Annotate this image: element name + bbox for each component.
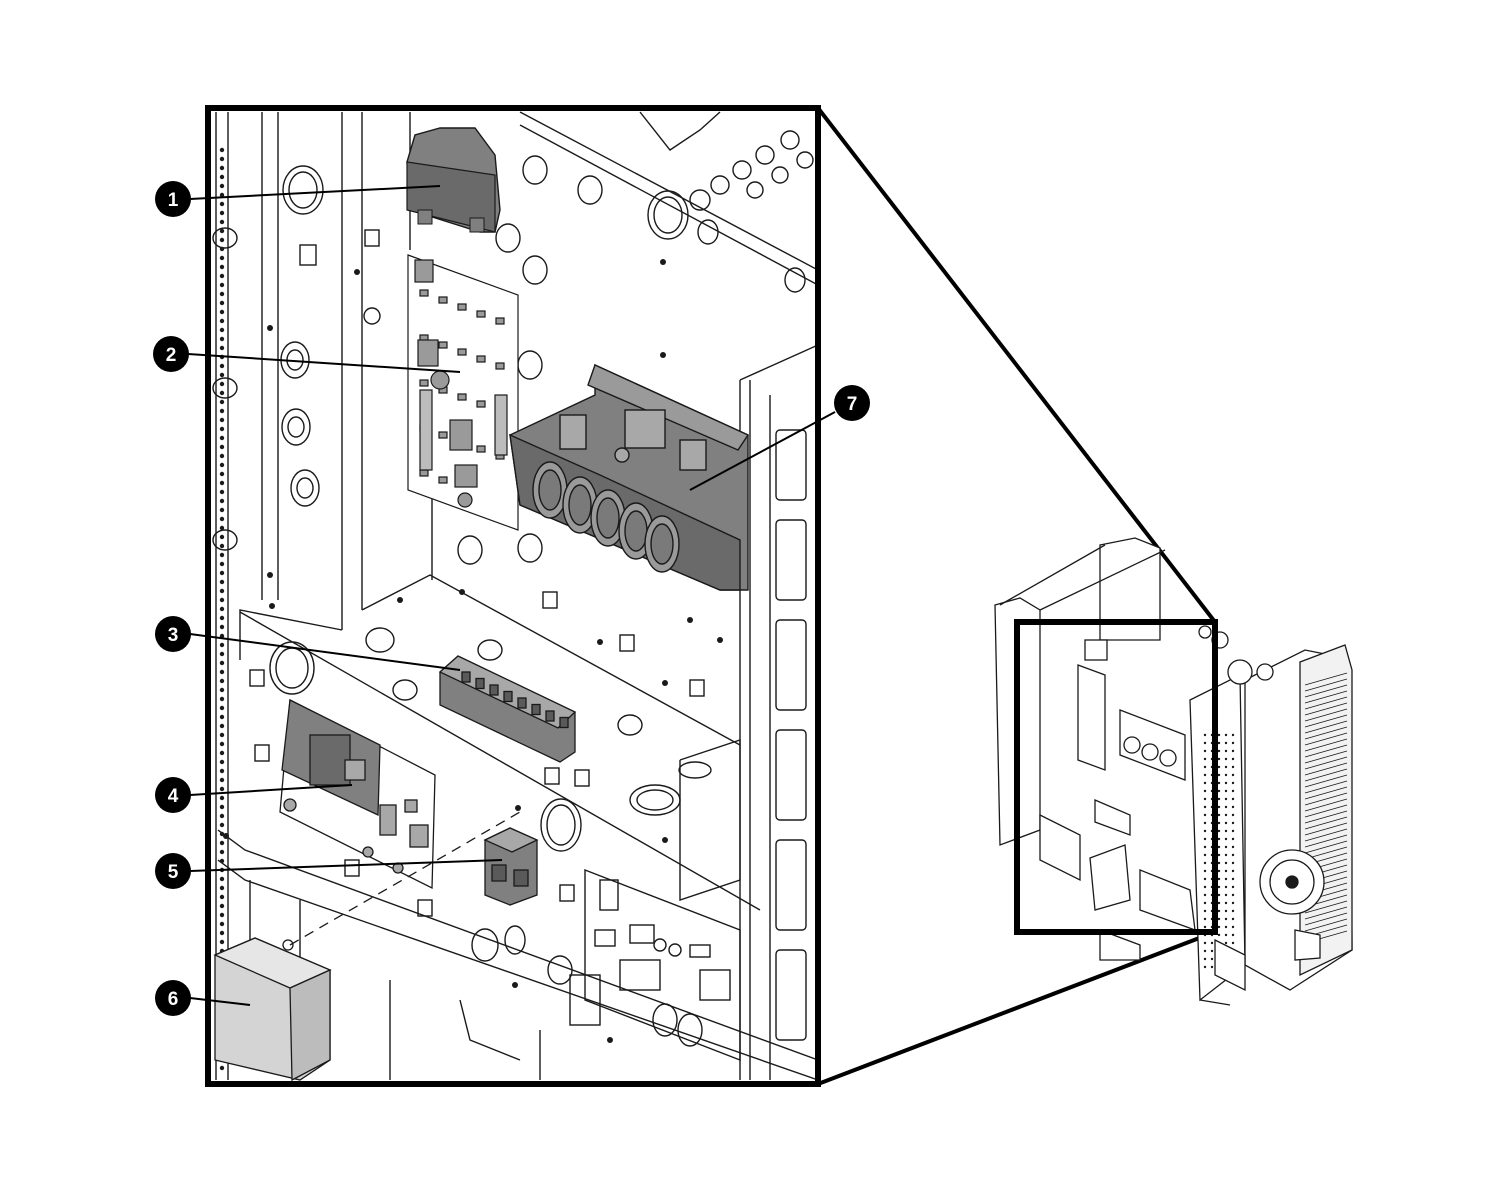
leader-2 [187,353,461,373]
mounting-dashed-line [289,811,521,946]
callout-6: 6 [155,980,191,1016]
callout-leaders [187,185,836,1006]
leader-1 [189,185,441,200]
callout-3: 3 [155,616,191,652]
callout-4-label: 4 [168,786,179,807]
leader-7 [689,411,836,491]
callout-3-label: 3 [168,625,179,646]
part-1-module [406,127,501,233]
callout-1: 1 [155,181,191,217]
part-4-power-pcb [279,698,436,890]
callout-5-label: 5 [168,862,179,883]
callout-6-label: 6 [168,989,179,1010]
callout-1-label: 1 [168,190,179,211]
callout-7: 7 [834,385,870,421]
zoom-line-bottom [817,930,1216,1086]
detail-frame [205,105,821,1087]
part-3-terminal-block [438,655,577,763]
leader-6 [189,997,251,1006]
callout-2-label: 2 [166,345,177,366]
screws [223,259,723,1043]
part-6-cover-box [213,937,332,1082]
callout-badges: 1 2 3 4 5 6 7 [153,181,870,1016]
grommets [212,155,806,985]
detail-panel [205,105,821,1087]
leader-3 [189,633,461,671]
leader-4 [189,784,353,796]
part-5-relay [483,827,539,906]
leader-5 [189,859,503,872]
part-7-capacitor-bank [509,363,750,591]
callout-2: 2 [153,336,189,372]
detail-linework [212,111,818,1081]
overview-zoom-box [1014,619,1218,935]
callout-7-label: 7 [847,394,858,415]
part-2-control-pcb [407,254,519,531]
callout-4: 4 [155,777,191,813]
lower-pcb [569,868,741,1062]
callout-5: 5 [155,853,191,889]
zoom-line-top [816,106,1217,624]
fittings-cluster [639,111,814,211]
